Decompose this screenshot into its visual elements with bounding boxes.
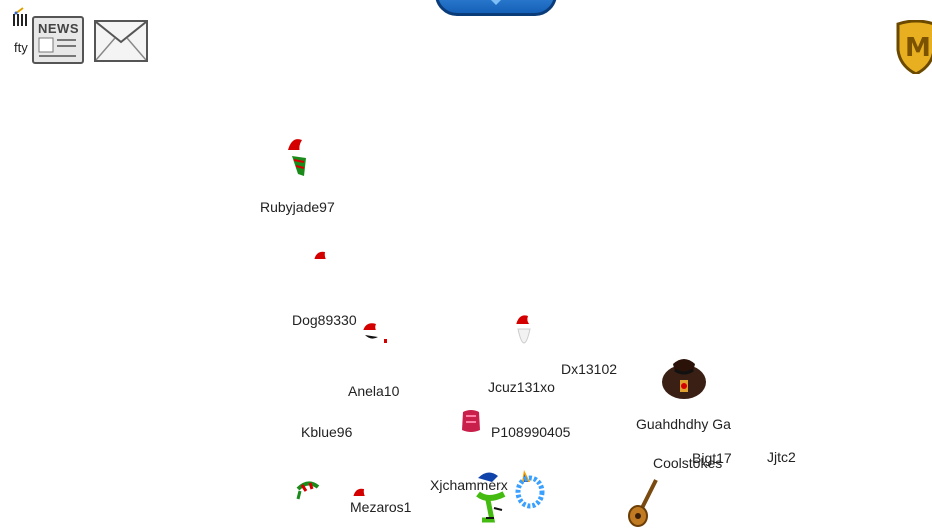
player-name[interactable]: Dx13102 (561, 361, 618, 377)
player-label: fty (14, 40, 28, 55)
player-name[interactable]: Jcuz131xo (488, 379, 555, 395)
moderator-badge-letter: M (905, 33, 931, 63)
newspaper-icon[interactable]: NEWS (32, 16, 84, 64)
news-label: NEWS (38, 21, 79, 36)
santa-hat-beard-sprite[interactable] (514, 313, 534, 355)
blue-lei-sprite[interactable] (514, 468, 546, 510)
player-card-icon[interactable] (13, 14, 29, 26)
candy-scarf-sprite[interactable] (296, 477, 320, 501)
blue-cap-green-scarf-sprite[interactable] (474, 468, 508, 528)
penguin-leather-jacket-sprite[interactable] (659, 356, 709, 400)
santa-hat-sprite[interactable] (313, 249, 329, 263)
moderator-shield-icon[interactable]: M (896, 19, 932, 76)
player-name[interactable]: Bigt17 (692, 450, 732, 466)
pink-jacket-sprite[interactable] (460, 408, 482, 434)
player-name[interactable]: Anela10 (348, 383, 400, 399)
player-name[interactable]: Dog89330 (292, 312, 357, 328)
player-name[interactable]: P108990405 (491, 424, 571, 440)
santa-hat-sprite[interactable] (352, 486, 368, 500)
santa-hat-scarf-sprite[interactable] (284, 136, 314, 182)
player-name[interactable]: Mezaros1 (350, 499, 412, 515)
player-name[interactable]: Kblue96 (301, 424, 353, 440)
guitar-sprite[interactable] (626, 478, 666, 528)
player-name[interactable]: Guahdhdhy Ga (636, 416, 731, 432)
envelope-icon[interactable] (94, 20, 148, 62)
map-tab-button[interactable] (435, 0, 557, 16)
player-name[interactable]: Coolstokes (653, 455, 723, 471)
player-name[interactable]: Jjtc2 (767, 449, 796, 465)
sparkle-icon (14, 2, 24, 15)
player-name[interactable]: Xjchammerx (430, 477, 508, 493)
santa-hat-sprite[interactable] (362, 321, 390, 345)
player-name[interactable]: Rubyjade97 (260, 199, 335, 215)
